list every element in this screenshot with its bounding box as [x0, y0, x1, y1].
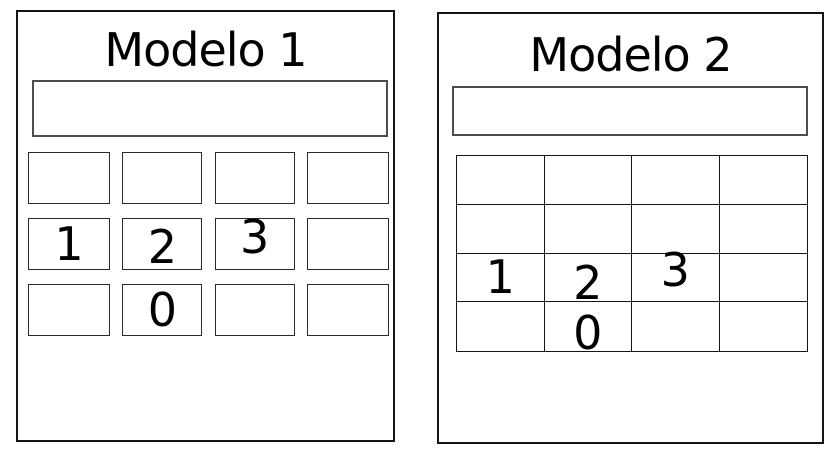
- key-blank[interactable]: [457, 302, 545, 351]
- key-label: 0: [147, 283, 177, 337]
- key-blank[interactable]: [122, 152, 203, 204]
- calculator-model-2-panel: Modelo 2 1 2 3 0: [437, 12, 824, 444]
- key-blank[interactable]: [719, 205, 807, 254]
- panel-title-modelo-2: Modelo 2: [529, 28, 732, 82]
- key-blank[interactable]: [28, 284, 110, 336]
- key-label: 2: [147, 220, 177, 274]
- key-2[interactable]: 2: [544, 253, 632, 311]
- key-blank[interactable]: [28, 152, 110, 204]
- panel-title-modelo-1: Modelo 1: [104, 23, 307, 77]
- key-blank[interactable]: [214, 284, 295, 336]
- calculator-display: [452, 86, 808, 136]
- calculator-display: [32, 80, 388, 137]
- key-3[interactable]: 3: [214, 214, 295, 270]
- key-blank[interactable]: [544, 204, 632, 254]
- key-1[interactable]: 1: [457, 250, 545, 305]
- calculator-model-1-panel: Modelo 1 1 2 3 0: [16, 10, 395, 442]
- key-1[interactable]: 1: [28, 218, 110, 270]
- key-blank[interactable]: [720, 302, 808, 351]
- key-blank[interactable]: [719, 156, 807, 205]
- key-blank[interactable]: [306, 284, 389, 336]
- key-blank[interactable]: [719, 254, 807, 303]
- key-0[interactable]: 0: [122, 283, 203, 337]
- key-blank[interactable]: [306, 152, 389, 204]
- key-label: 2: [573, 256, 603, 311]
- key-label: 0: [573, 305, 603, 360]
- keypad-joined-grid: 1 2 3 0: [456, 155, 808, 356]
- key-label: 3: [240, 210, 270, 264]
- key-blank[interactable]: [306, 218, 389, 270]
- key-label: 1: [485, 250, 515, 305]
- key-3[interactable]: 3: [632, 247, 720, 303]
- key-blank[interactable]: [632, 156, 720, 205]
- key-label: 1: [54, 217, 84, 271]
- key-blank[interactable]: [457, 156, 545, 205]
- key-blank[interactable]: [632, 204, 720, 254]
- key-blank[interactable]: [457, 204, 545, 254]
- key-blank[interactable]: [214, 152, 295, 204]
- keypad-separate-buttons: 1 2 3 0: [28, 152, 389, 336]
- key-label: 3: [660, 243, 690, 298]
- key-blank[interactable]: [544, 156, 632, 205]
- key-2[interactable]: 2: [122, 218, 203, 274]
- key-blank[interactable]: [632, 302, 720, 351]
- key-0[interactable]: 0: [545, 302, 632, 356]
